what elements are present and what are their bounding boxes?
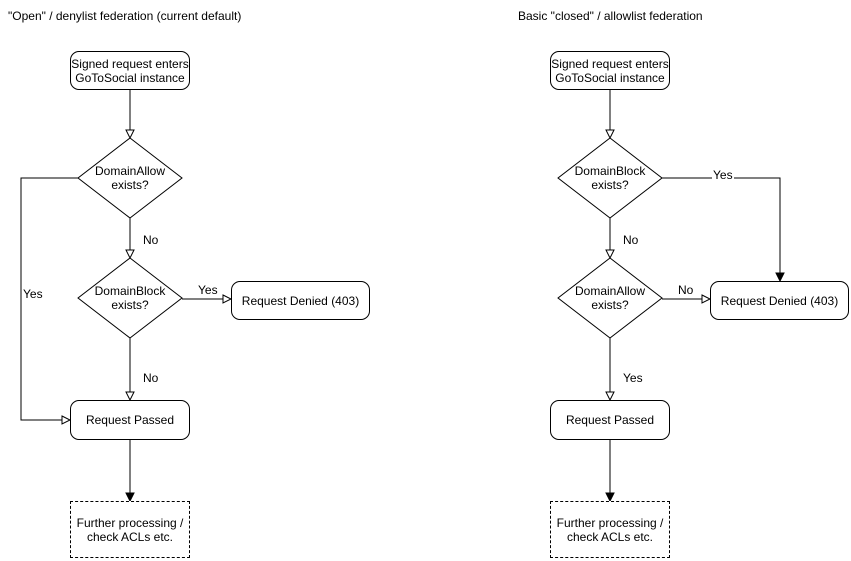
left-label-decision2-no: No	[142, 371, 160, 385]
left-label-decision1-yes: Yes	[22, 287, 44, 301]
right-denied-node: Request Denied (403)	[710, 281, 849, 320]
left-edge-decision1-yes-to-passed	[20, 177, 78, 425]
left-decision1-diamond	[77, 137, 183, 219]
right-edge-decision1-yes-to-denied	[662, 177, 785, 283]
left-decision2-diamond	[77, 257, 183, 339]
right-label-decision2-no: No	[677, 283, 695, 297]
left-passed-node: Request Passed	[70, 400, 190, 440]
right-label-decision2-yes: Yes	[622, 371, 644, 385]
left-start-node: Signed request enters GoToSocial instanc…	[70, 51, 190, 90]
right-label-decision1-yes: Yes	[712, 168, 734, 182]
right-decision1-diamond	[557, 137, 663, 219]
left-label-decision1-no: No	[142, 233, 160, 247]
left-label-decision2-yes: Yes	[197, 283, 219, 297]
right-further-processing-node: Further processing / check ACLs etc.	[550, 501, 670, 558]
right-passed-node: Request Passed	[550, 400, 670, 440]
right-label-decision1-no: No	[622, 233, 640, 247]
left-denied-node: Request Denied (403)	[231, 281, 370, 320]
right-start-node: Signed request enters GoToSocial instanc…	[550, 51, 670, 90]
right-decision2-diamond	[557, 257, 663, 339]
left-chart-title: "Open" / denylist federation (current de…	[8, 9, 242, 23]
left-further-processing-node: Further processing / check ACLs etc.	[70, 501, 190, 558]
right-chart-title: Basic "closed" / allowlist federation	[518, 9, 703, 23]
